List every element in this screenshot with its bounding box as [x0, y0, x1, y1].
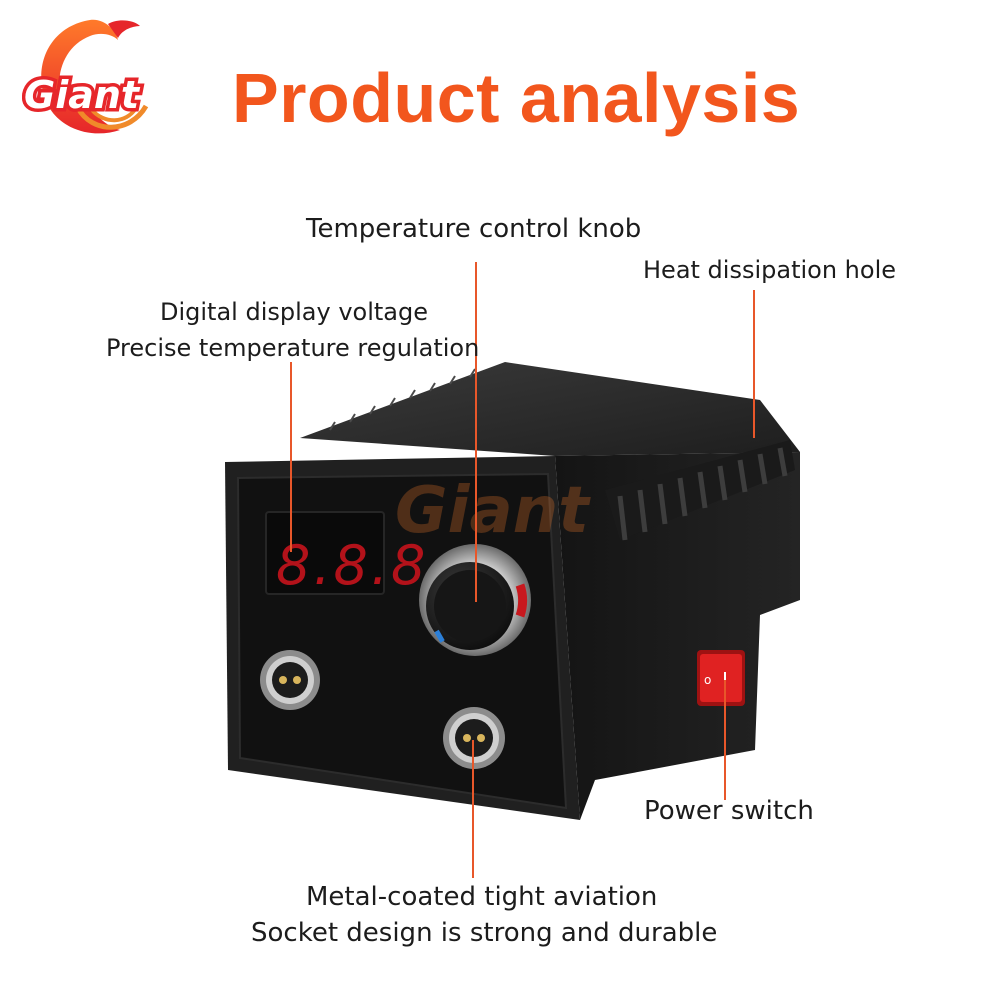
callout-display-line2: Precise temperature regulation [106, 334, 480, 362]
giant-logo: Giant [22, 19, 149, 134]
digital-display: 8.8.8 [265, 511, 428, 597]
callout-socket-line2: Socket design is strong and durable [251, 918, 718, 948]
display-readout: 8.8.8 [276, 534, 428, 597]
leader-line-knob [475, 262, 477, 602]
callout-socket-line1: Metal-coated tight aviation [306, 882, 658, 912]
power-switch[interactable]: o [697, 650, 745, 706]
top-vent-fins [329, 368, 476, 431]
leader-line-socket [472, 740, 474, 878]
logo-text: Giant [24, 73, 141, 117]
page-title: Product analysis [232, 59, 801, 137]
callout-knob: Temperature control knob [306, 214, 642, 244]
callout-display-line1: Digital display voltage [160, 298, 428, 326]
callout-power: Power switch [644, 796, 814, 826]
leader-line-display [290, 362, 292, 552]
svg-text:o: o [704, 673, 711, 687]
heat-sink-fins [605, 440, 795, 541]
watermark: Giant [395, 474, 591, 548]
leader-line-power [724, 680, 726, 800]
aviation-socket-right [443, 707, 505, 769]
leader-line-heat [753, 290, 755, 438]
callout-heat: Heat dissipation hole [643, 256, 897, 284]
aviation-socket-left [260, 650, 320, 710]
